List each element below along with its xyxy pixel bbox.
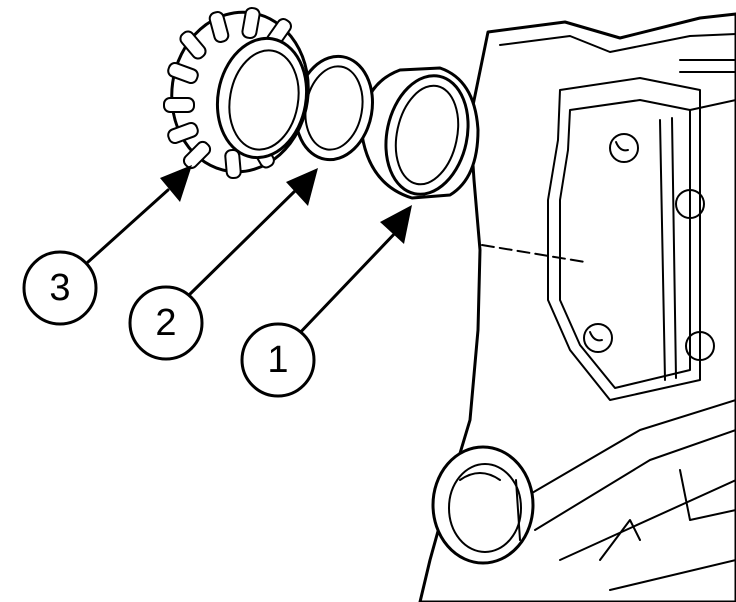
callout-2-label: 2 [155,302,176,344]
callout-1-label: 1 [267,339,288,381]
callout-3: 3 [22,250,98,326]
callout-1: 1 [240,322,316,398]
callout-3-label: 3 [49,267,70,309]
leader-line-3 [86,165,192,264]
part-2-seal [294,54,374,162]
housing [418,12,736,602]
callout-2: 2 [128,285,204,361]
part-3-roller-bearing [163,6,310,180]
part-1-race [360,66,480,200]
leader-line-2 [186,168,318,298]
leader-line-1 [293,205,412,340]
